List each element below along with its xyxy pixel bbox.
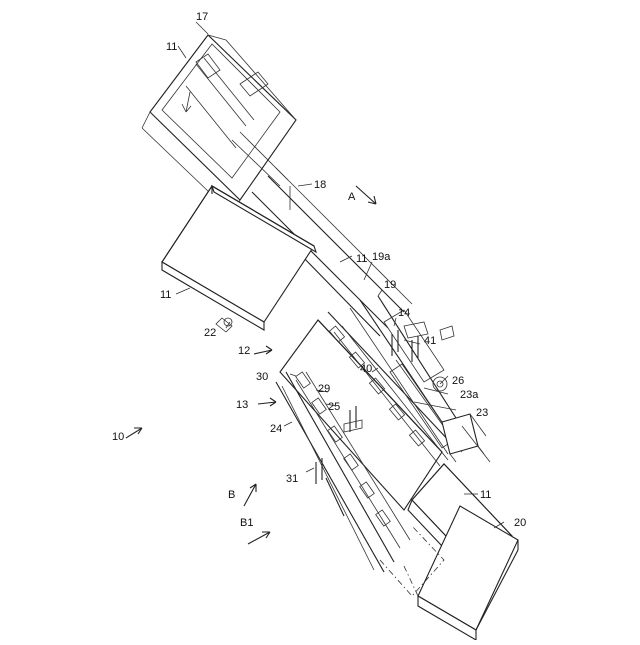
label-direction-b: B (228, 489, 235, 501)
large-box-11 (162, 186, 316, 332)
label-12: 12 (238, 345, 250, 357)
label-20: 20 (514, 517, 526, 529)
label-22: 22 (204, 327, 216, 339)
label-18: 18 (314, 179, 326, 191)
label-23a: 23a (460, 389, 479, 401)
label-19a: 19a (372, 251, 391, 263)
label-23: 23 (476, 407, 488, 419)
label-24: 24 (270, 423, 282, 435)
label-11-mid: 11 (356, 253, 367, 265)
label-17: 17 (196, 11, 208, 23)
label-direction-a: A (348, 191, 356, 203)
label-10: 10 (112, 431, 124, 443)
label-25: 25 (328, 401, 340, 413)
label-11-top: 11 (166, 41, 177, 53)
label-14: 14 (398, 307, 410, 319)
label-11-box: 11 (160, 289, 171, 301)
label-26: 26 (452, 375, 464, 387)
label-31: 31 (286, 473, 298, 485)
label-29: 29 (318, 383, 330, 395)
label-11-low: 11 (480, 489, 491, 501)
label-40: 40 (360, 363, 372, 375)
label-19: 19 (384, 279, 396, 291)
upper-machine-17 (142, 35, 296, 214)
label-30: 30 (256, 371, 268, 383)
label-13: 13 (236, 399, 248, 411)
label-41: 41 (424, 335, 436, 347)
label-direction-b1: B1 (240, 517, 253, 529)
